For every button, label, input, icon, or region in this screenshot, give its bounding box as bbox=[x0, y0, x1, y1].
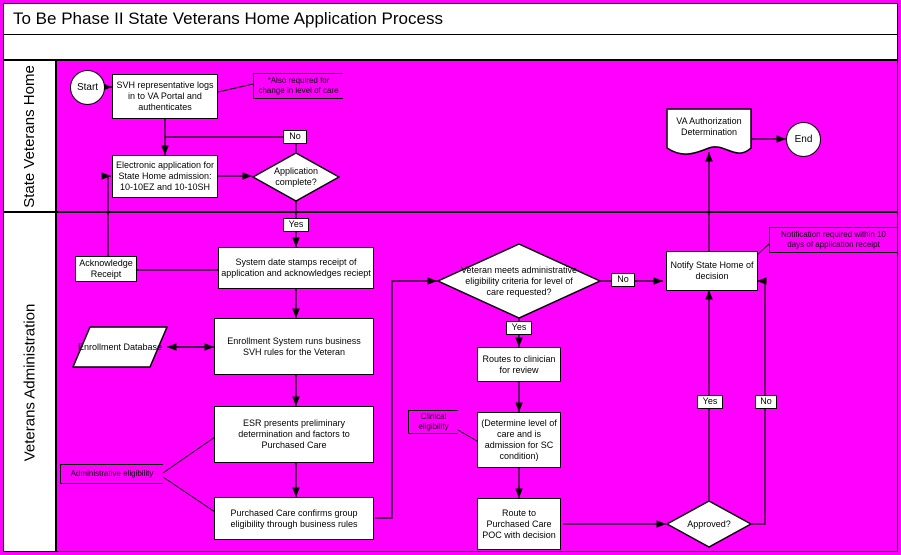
edge-label-yes-administrative-eligibility: Yes bbox=[506, 321, 532, 335]
node-label: Enrollment Database bbox=[77, 341, 163, 352]
node-label: Application complete? bbox=[273, 166, 319, 187]
node-label: VA Authorization Determination bbox=[676, 116, 742, 137]
node-electronic-application[interactable]: Electronic application for State Home ad… bbox=[112, 155, 218, 198]
diagram-subtitle-bar bbox=[3, 35, 898, 60]
node-label: Approved? bbox=[687, 518, 731, 529]
edge-label-no-administrative-eligibility: No bbox=[611, 273, 635, 287]
annotation-text: Notification required within 10 days of … bbox=[781, 230, 886, 249]
node-svh-representative-login[interactable]: SVH representative logs in to VA Portal … bbox=[112, 74, 218, 119]
node-label: System date stamps receipt of applicatio… bbox=[221, 257, 371, 278]
node-label: (Determine level of care and is admissio… bbox=[481, 418, 557, 461]
annotation-text: Clinical eligibility bbox=[418, 412, 449, 431]
diagram-title-bar: To Be Phase II State Veterans Home Appli… bbox=[3, 3, 898, 35]
node-label: Veteran meets administrative eligibility… bbox=[460, 264, 578, 297]
node-label: SVH representative logs in to VA Portal … bbox=[116, 80, 214, 112]
node-label: Acknowledge Receipt bbox=[79, 258, 133, 279]
node-label: Purchased Care confirms group eligibilit… bbox=[230, 507, 358, 529]
edge-label-yes-approved: Yes bbox=[697, 395, 723, 409]
annotation-notification-10-days: Notification required within 10 days of … bbox=[769, 227, 897, 253]
node-system-date-stamps[interactable]: System date stamps receipt of applicatio… bbox=[218, 247, 374, 289]
annotation-also-required: *Also required for change in level of ca… bbox=[253, 73, 343, 99]
annotation-administrative-eligibility: Administrative eligibility bbox=[60, 464, 163, 484]
node-va-authorization-determination[interactable]: VA Authorization Determination bbox=[666, 108, 752, 156]
node-purchased-care-confirms[interactable]: Purchased Care confirms group eligibilit… bbox=[214, 497, 374, 540]
node-enrollment-system-rules[interactable]: Enrollment System runs business SVH rule… bbox=[214, 318, 374, 375]
node-label: Notify State Home of decision bbox=[670, 260, 754, 281]
swimlane-label-text: Veterans Administration bbox=[21, 303, 38, 461]
node-label: Electronic application for State Home ad… bbox=[115, 160, 215, 192]
node-routes-to-clinician[interactable]: Routes to clinician for review bbox=[477, 347, 561, 382]
annotation-clinical-eligibility: Clinical eligibility bbox=[408, 410, 458, 434]
edge-label-no-approved: No bbox=[755, 395, 777, 409]
node-administrative-eligibility-decision[interactable]: Veteran meets administrative eligibility… bbox=[437, 243, 601, 319]
node-start[interactable]: Start bbox=[70, 70, 105, 105]
annotation-text: Administrative eligibility bbox=[70, 469, 154, 478]
node-notify-state-home[interactable]: Notify State Home of decision bbox=[666, 251, 758, 291]
node-esr-preliminary-determination[interactable]: ESR presents preliminary determination a… bbox=[214, 406, 374, 463]
document-shape bbox=[666, 108, 752, 155]
swimlane-label-veterans-administration: Veterans Administration bbox=[3, 212, 56, 552]
page-title: To Be Phase II State Veterans Home Appli… bbox=[13, 9, 443, 28]
node-label: End bbox=[794, 134, 813, 145]
node-acknowledge-receipt[interactable]: Acknowledge Receipt bbox=[75, 256, 137, 282]
annotation-text: *Also required for change in level of ca… bbox=[258, 76, 339, 95]
parallelogram-shape bbox=[72, 326, 168, 368]
node-label: ESR presents preliminary determination a… bbox=[238, 418, 350, 450]
node-label: Route to Purchased Care POC with decisio… bbox=[482, 507, 556, 540]
node-route-to-purchased-care-poc[interactable]: Route to Purchased Care POC with decisio… bbox=[477, 498, 561, 550]
swimlane-label-text: State Veterans Home bbox=[21, 64, 38, 208]
edge-label-no-application-complete: No bbox=[283, 130, 307, 144]
diamond-shape bbox=[666, 500, 752, 548]
swimlane-label-state-veterans-home: State Veterans Home bbox=[3, 60, 56, 212]
edge-label-yes-application-complete: Yes bbox=[283, 218, 309, 232]
node-determine-level-of-care[interactable]: (Determine level of care and is admissio… bbox=[477, 412, 561, 468]
node-end[interactable]: End bbox=[786, 122, 821, 157]
node-label: Start bbox=[76, 82, 99, 93]
node-enrollment-database[interactable]: Enrollment Database bbox=[72, 326, 168, 368]
node-label: Enrollment System runs business SVH rule… bbox=[227, 335, 361, 357]
node-approved-decision[interactable]: Approved? bbox=[666, 500, 752, 548]
node-label: Routes to clinician for review bbox=[482, 353, 556, 375]
node-application-complete-decision[interactable]: Application complete? bbox=[252, 152, 340, 202]
